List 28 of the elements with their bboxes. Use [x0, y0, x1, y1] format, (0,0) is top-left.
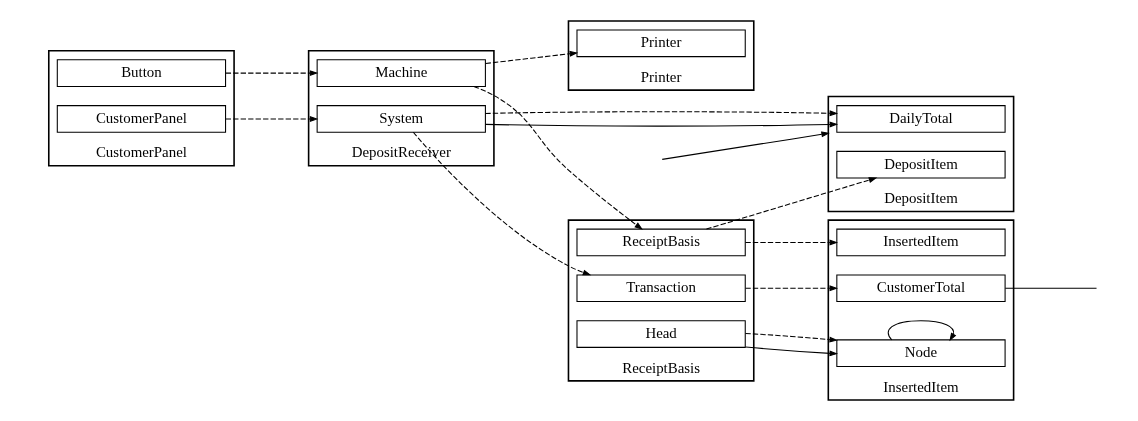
node-box: Printer: [576, 29, 746, 58]
node-box: DepositItem: [836, 150, 1006, 179]
arrow: [484, 110, 839, 117]
arrow: [887, 320, 957, 342]
node-box: ReceiptBasis: [576, 228, 746, 257]
node-box: CustomerPanel: [56, 105, 227, 133]
node-box: Node: [836, 339, 1006, 368]
node-box: Machine: [316, 59, 486, 87]
node-box: CustomerTotal: [836, 274, 1006, 303]
arrow: [484, 121, 839, 128]
arrow: [473, 85, 643, 230]
node-box: InsertedItem: [836, 228, 1006, 257]
arrow: [412, 131, 592, 276]
arrow: [705, 177, 878, 230]
arrow: [485, 50, 579, 64]
arrow: [744, 285, 839, 292]
arrow: [744, 332, 839, 343]
node-box: Head: [576, 320, 746, 348]
arrow: [225, 115, 319, 122]
connector: [1004, 287, 1098, 289]
node-box: System: [316, 105, 486, 133]
node-box: Button: [56, 59, 227, 87]
arrow: [744, 346, 839, 357]
arrow: [225, 70, 319, 77]
arrow: [661, 131, 830, 160]
node-box: DailyTotal: [836, 105, 1006, 133]
arrow: [744, 239, 839, 246]
node-box: Transaction: [576, 274, 746, 303]
